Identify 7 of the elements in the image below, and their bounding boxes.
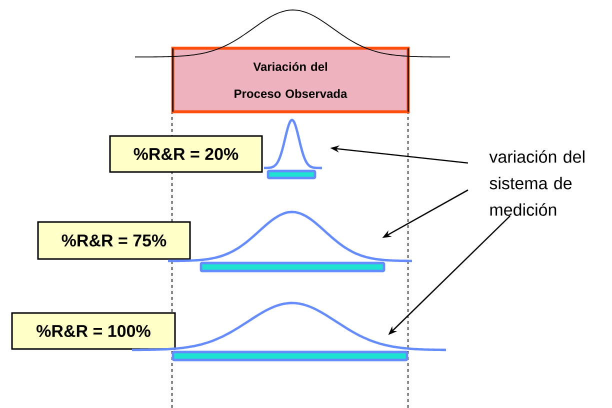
- process-box: Variación del Proceso Observada: [171, 46, 410, 114]
- ratio-box: %R&R = 100%: [11, 312, 176, 350]
- ratio-box: %R&R = 20%: [109, 135, 263, 173]
- distribution-drawing: [168, 210, 412, 272]
- ratio-box: %R&R = 75%: [37, 221, 191, 260]
- annotation-text: variación del sistema de medición: [489, 150, 584, 216]
- distribution-drawing: [263, 118, 323, 180]
